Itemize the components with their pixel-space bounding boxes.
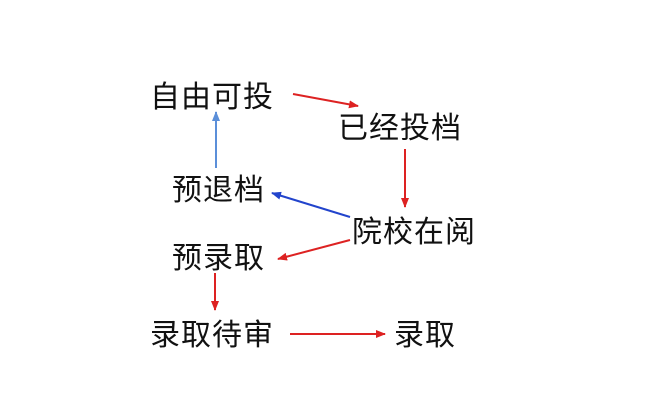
arrow-reviewing-to-pre-withdrawn	[271, 191, 351, 218]
node-pre-admitted: 预录取	[172, 241, 265, 276]
node-admission-pending: 录取待审	[150, 318, 274, 353]
node-filed: 已经投档	[338, 111, 462, 146]
node-admitted: 录取	[394, 318, 456, 353]
arrow-free-to-filed	[292, 93, 359, 109]
node-pre-withdrawn: 预退档	[172, 173, 265, 208]
node-free-to-file: 自由可投	[150, 80, 274, 115]
arrow-reviewing-to-pre-admitted	[277, 239, 351, 261]
node-reviewing: 院校在阅	[352, 215, 476, 250]
